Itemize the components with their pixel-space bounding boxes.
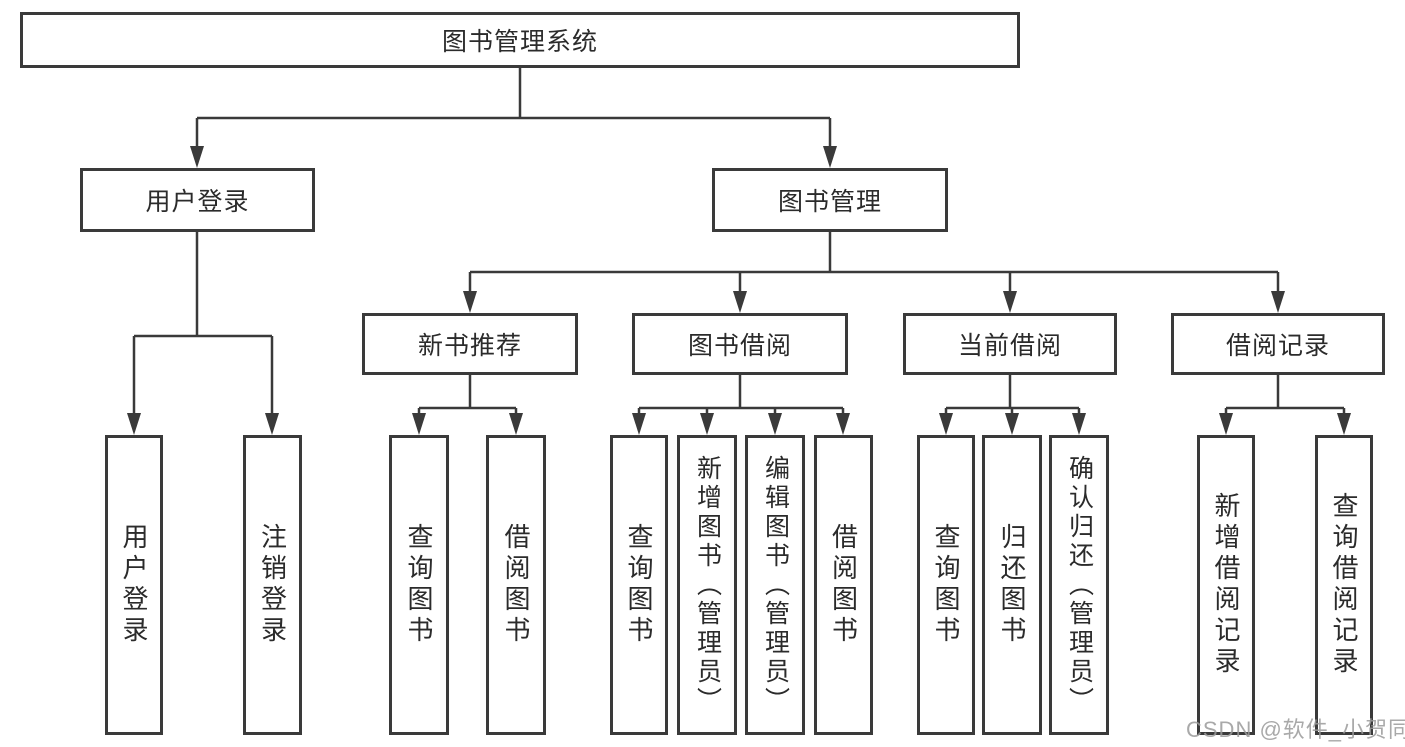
arrow-down-icon (412, 413, 426, 435)
connector-records-to-leaves (1219, 375, 1351, 435)
arrow-down-icon (127, 413, 141, 435)
connector-mgmt-to-level3 (463, 232, 1285, 313)
node-current-borrow: 当前借阅 (903, 313, 1117, 375)
leaf-borrow-query-books: 查询图书 (610, 435, 668, 735)
connector-current-to-leaves (939, 375, 1086, 435)
leaf-current-query-books: 查询图书 (917, 435, 975, 735)
node-book-borrow: 图书借阅 (632, 313, 848, 375)
node-borrow-records: 借阅记录 (1171, 313, 1385, 375)
node-user-login: 用户登录 (80, 168, 315, 232)
arrow-down-icon (836, 413, 850, 435)
arrow-down-icon (265, 413, 279, 435)
leaf-current-confirm-return-admin: 确认归还（管理员） (1049, 435, 1109, 735)
arrow-down-icon (632, 413, 646, 435)
leaf-borrow-borrow-books: 借阅图书 (814, 435, 873, 735)
arrow-down-icon (768, 413, 782, 435)
arrow-down-icon (1072, 413, 1086, 435)
arrow-down-icon (733, 291, 747, 313)
leaf-borrow-add-books-admin: 新增图书（管理员） (677, 435, 737, 735)
leaf-newbook-borrow-books: 借阅图书 (486, 435, 546, 735)
arrow-down-icon (1337, 413, 1351, 435)
leaf-user-login: 用户登录 (105, 435, 163, 735)
arrow-down-icon (463, 291, 477, 313)
csdn-watermark: CSDN @软件_小贺同学 (1186, 717, 1405, 742)
arrow-down-icon (509, 413, 523, 435)
node-book-management: 图书管理 (712, 168, 948, 232)
node-new-book-recommend: 新书推荐 (362, 313, 578, 375)
arrow-down-icon (1219, 413, 1233, 435)
connector-newbook-to-leaves (412, 375, 523, 435)
arrow-down-icon (1005, 413, 1019, 435)
node-root-library-system: 图书管理系统 (20, 12, 1020, 68)
arrow-down-icon (1003, 291, 1017, 313)
arrow-down-icon (939, 413, 953, 435)
arrow-down-icon (700, 413, 714, 435)
leaf-records-add-record: 新增借阅记录 (1197, 435, 1255, 735)
arrow-down-icon (1271, 291, 1285, 313)
arrow-down-icon (823, 146, 837, 168)
arrow-down-icon (190, 146, 204, 168)
connector-login-to-leaves (127, 232, 279, 435)
leaf-current-return-books: 归还图书 (982, 435, 1042, 735)
leaf-logout: 注销登录 (243, 435, 302, 735)
connector-borrow-to-leaves (632, 375, 850, 435)
leaf-newbook-query-books: 查询图书 (389, 435, 449, 735)
leaf-borrow-edit-books-admin: 编辑图书（管理员） (745, 435, 805, 735)
leaf-records-query-record: 查询借阅记录 (1315, 435, 1373, 735)
connector-root-to-level2 (190, 68, 837, 168)
